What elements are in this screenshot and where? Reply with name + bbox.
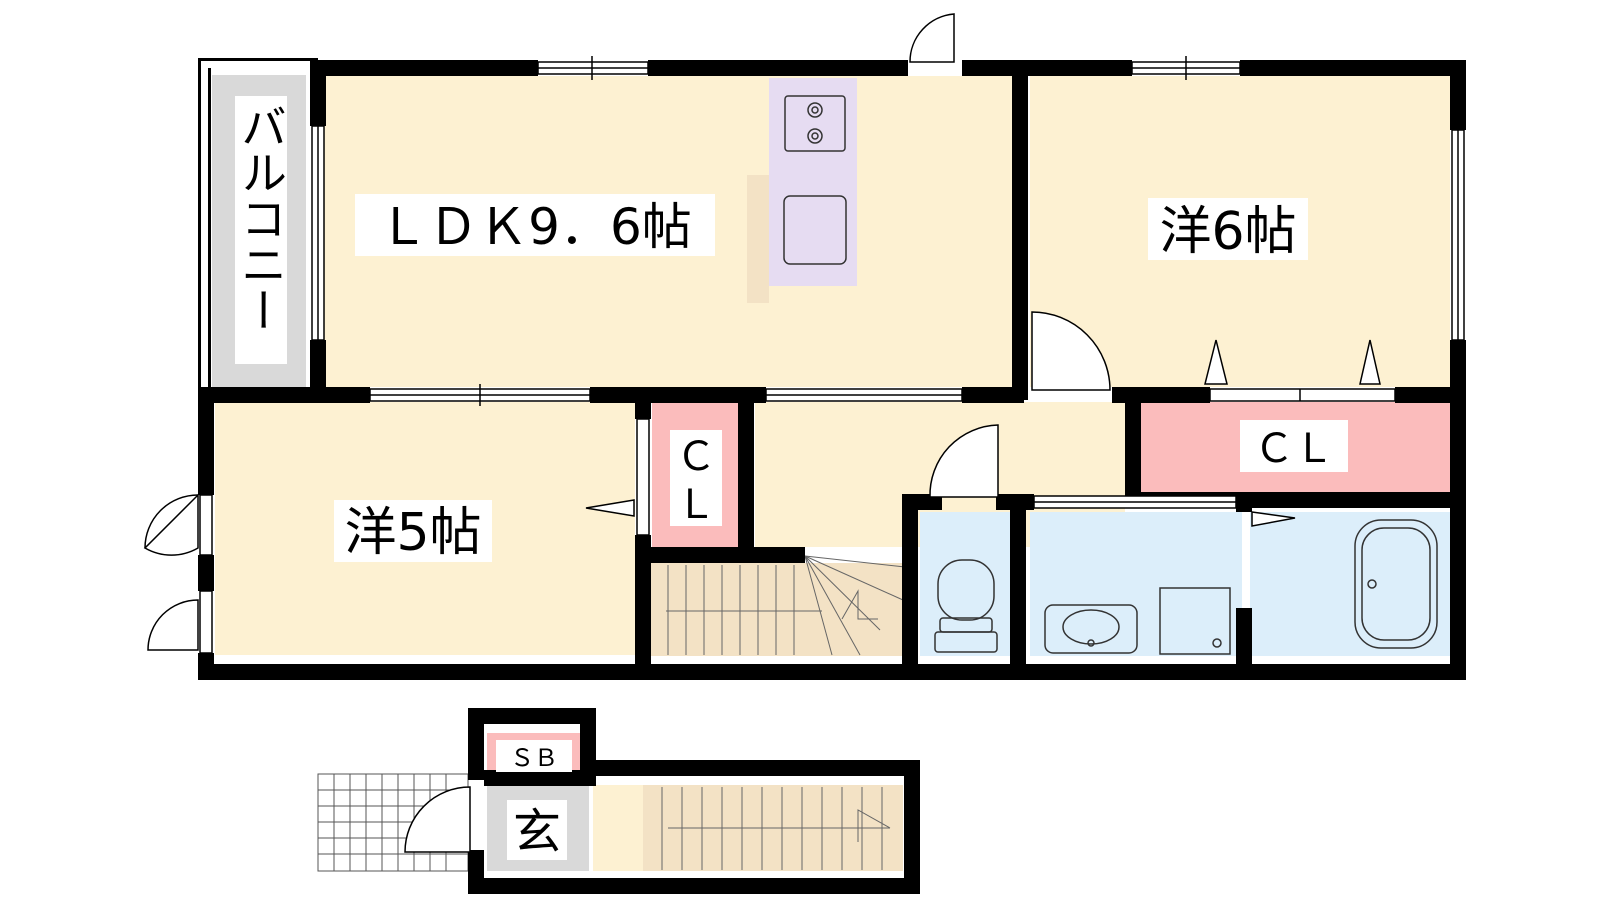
shoe-box-label: ＳＢ — [510, 744, 558, 772]
kitchen-ledge — [747, 175, 769, 303]
ldk-label-bg — [355, 194, 715, 256]
door-swings — [143, 13, 1381, 853]
shoe-box-label-bg — [496, 740, 572, 772]
toilet-icon — [934, 559, 998, 653]
stair-treads-lower — [661, 787, 891, 870]
western5-label: 洋5帖 — [344, 503, 481, 563]
washroom-floor — [1030, 512, 1242, 656]
bathtub-icon — [1354, 519, 1438, 649]
windows — [199, 56, 1465, 654]
stair-treads-upper — [666, 555, 906, 656]
closet-small-label-l: Ｌ — [676, 482, 716, 528]
ldk-label: ＬＤＫ9．6帖 — [378, 198, 692, 256]
closet-large-label: ＣＬ — [1254, 426, 1334, 472]
wash-basin-icon — [1044, 604, 1138, 654]
kitchen-counter — [769, 78, 857, 286]
sink-icon — [783, 195, 847, 265]
entrance-label: 玄 — [513, 804, 561, 860]
western5-label-bg — [334, 500, 492, 562]
balcony-label-bg — [235, 96, 287, 364]
bathroom-floor — [1250, 512, 1450, 656]
western6-label: 洋6帖 — [1159, 202, 1296, 262]
balcony-label: バルコニー — [234, 103, 288, 333]
closet-large-label-bg — [1240, 420, 1348, 472]
entrance-label-bg — [507, 800, 567, 860]
western6-label-bg — [1148, 198, 1308, 260]
closet-small-label-c: Ｃ — [676, 434, 716, 480]
washing-machine-space — [1159, 587, 1231, 655]
landing-floor — [593, 785, 643, 871]
closet-small-label-bg — [670, 430, 722, 526]
stove-icon — [784, 95, 846, 152]
